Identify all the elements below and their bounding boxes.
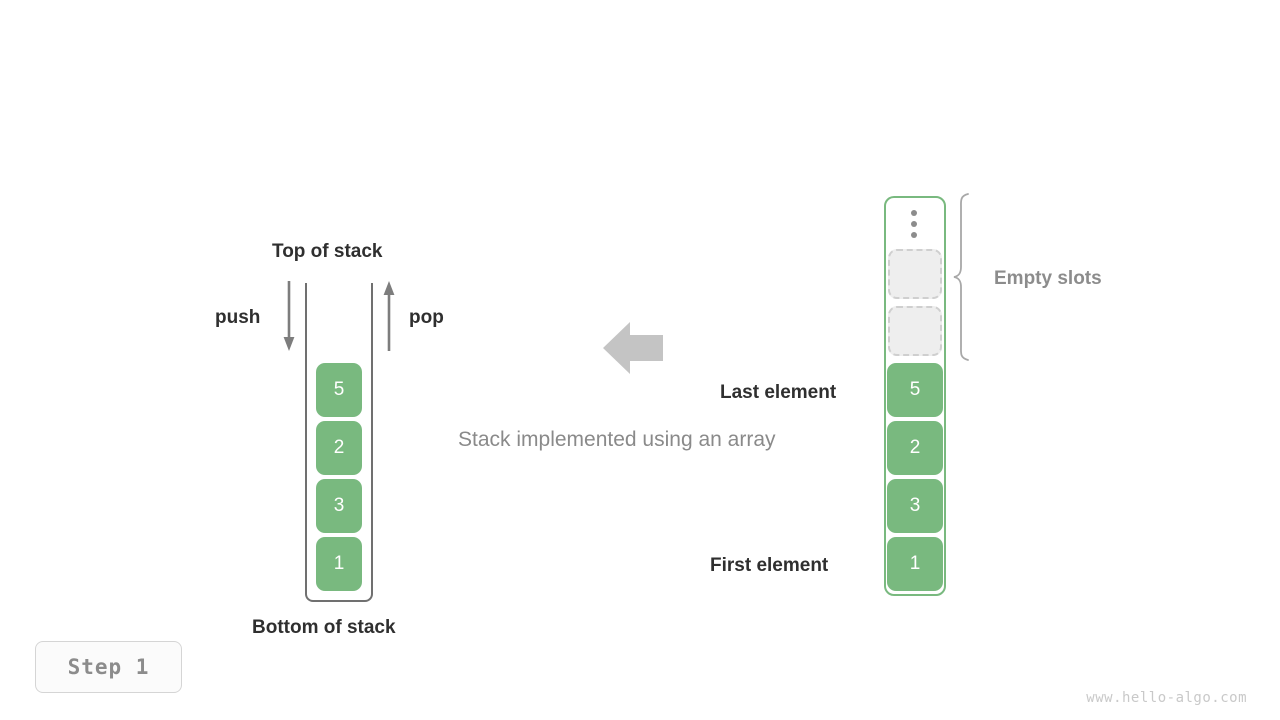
top-of-stack-label: Top of stack — [272, 241, 383, 262]
push-label: push — [215, 307, 261, 328]
vertical-ellipsis-icon — [909, 210, 919, 238]
bottom-of-stack-label: Bottom of stack — [252, 617, 396, 638]
stack-element: 1 — [316, 537, 362, 591]
stack-element: 2 — [316, 421, 362, 475]
pop-label: pop — [409, 307, 444, 328]
diagram-caption: Stack implemented using an array — [458, 428, 776, 451]
step-badge-label: Step 1 — [67, 655, 150, 679]
array-element: 2 — [887, 421, 943, 475]
empty-slot — [888, 306, 942, 356]
first-element-label: First element — [710, 555, 829, 576]
array-element: 3 — [887, 479, 943, 533]
watermark: www.hello-algo.com — [1086, 690, 1247, 706]
last-element-label: Last element — [720, 382, 837, 403]
stack-element: 3 — [316, 479, 362, 533]
array-element: 5 — [887, 363, 943, 417]
empty-slots-label: Empty slots — [994, 268, 1102, 289]
step-badge: Step 1 — [35, 641, 182, 693]
empty-slot — [888, 249, 942, 299]
arrow-left-icon — [603, 322, 663, 374]
stack-element: 5 — [316, 363, 362, 417]
arrow-down-icon — [283, 281, 295, 351]
stack-container — [305, 283, 373, 602]
arrow-up-icon — [383, 281, 395, 351]
array-element: 1 — [887, 537, 943, 591]
curly-brace-icon — [953, 193, 969, 361]
